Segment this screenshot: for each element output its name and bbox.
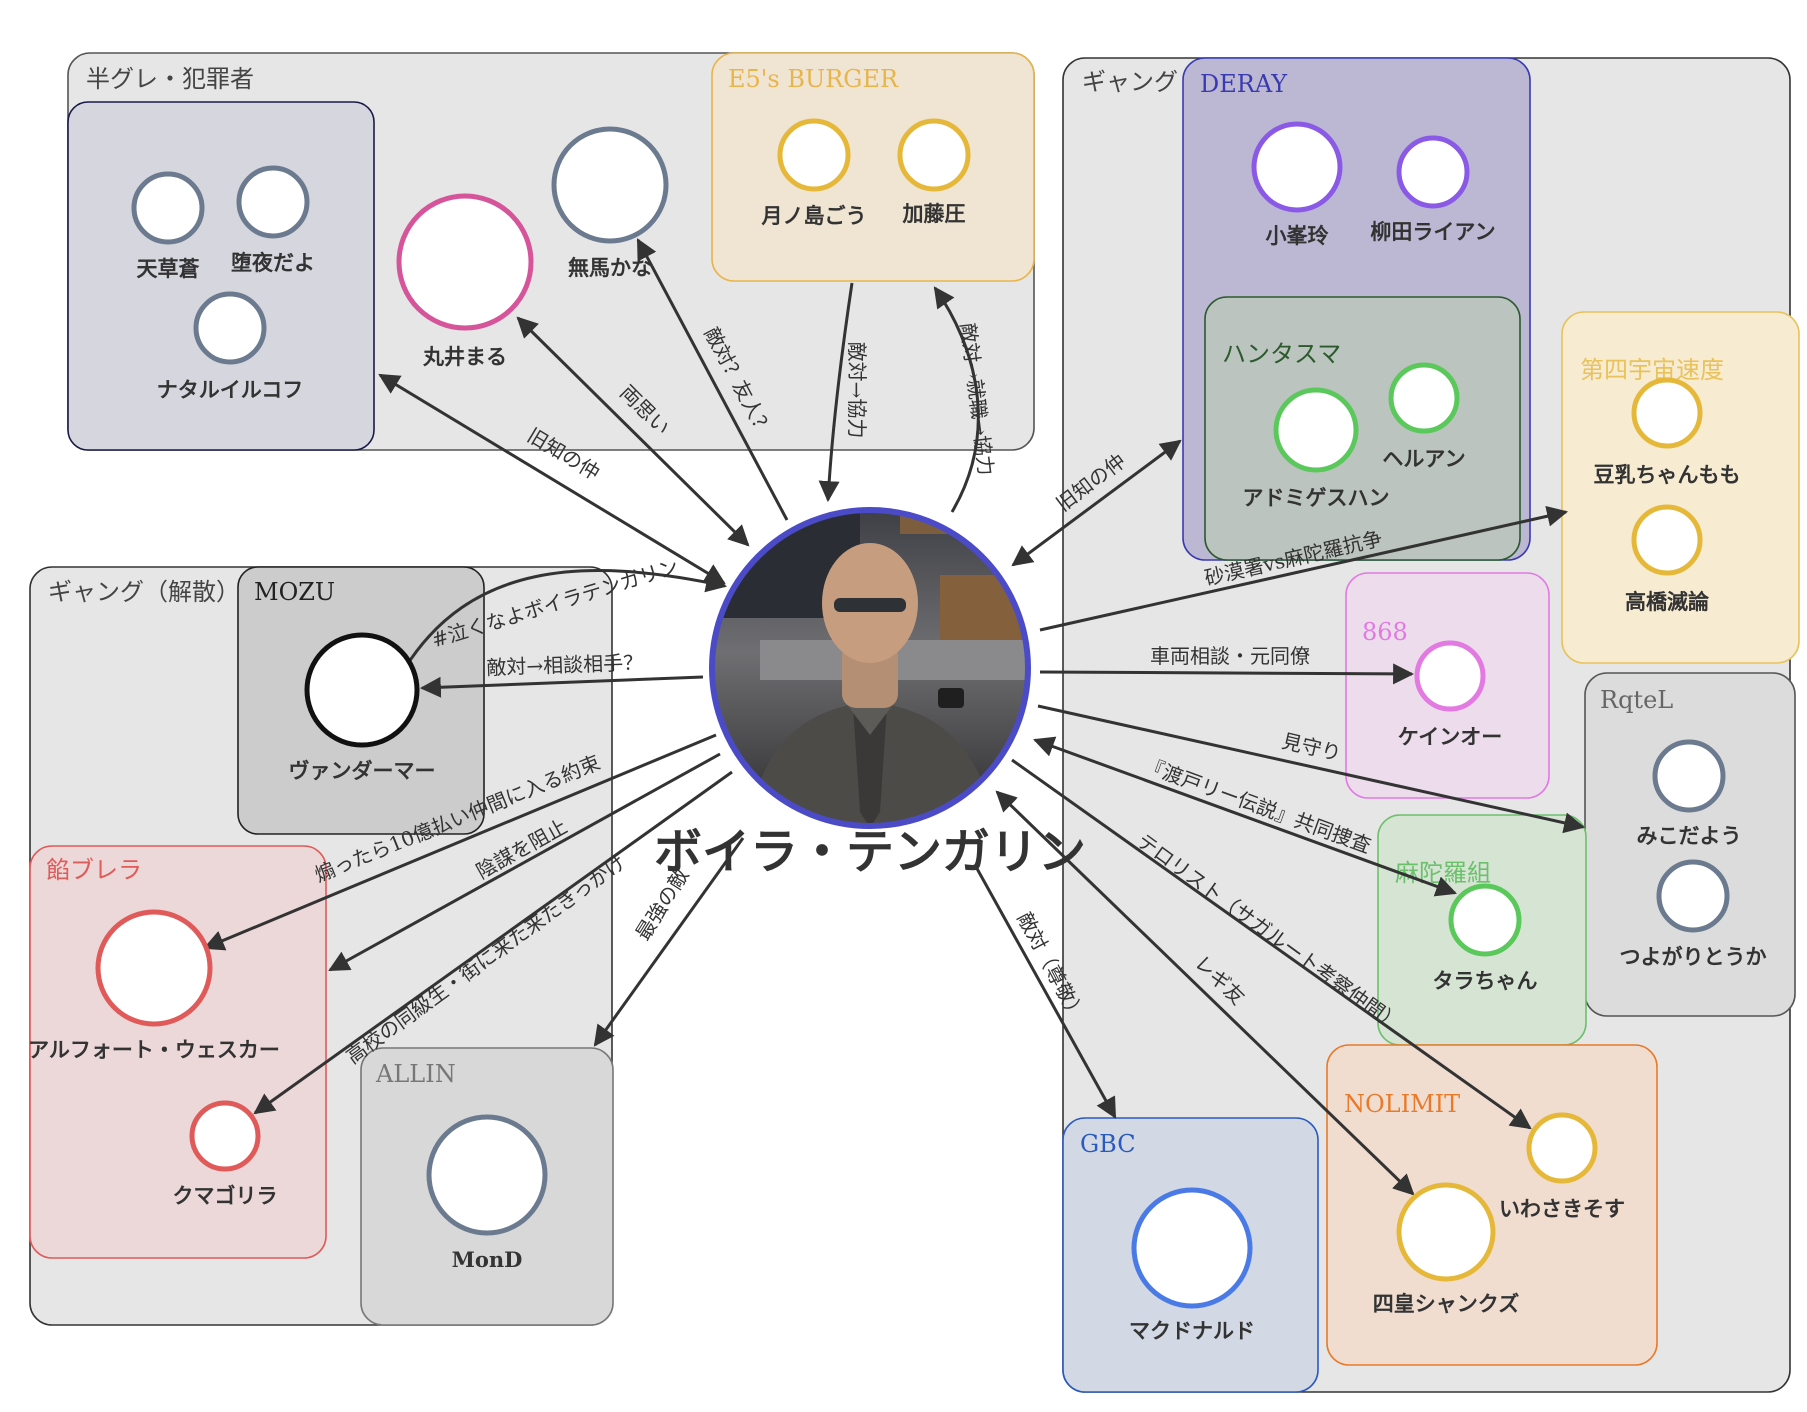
svg-text:四皇シャンクズ: 四皇シャンクズ: [1373, 1291, 1520, 1316]
people-layer: 天草蒼 堕夜だよ ナタルイルコフ 丸井まる 無馬かな 月ノ島ごう 加藤圧 小峯: [28, 118, 1767, 1343]
person-komine[interactable]: 小峯玲: [1251, 121, 1343, 248]
svg-text:RqteL: RqteL: [1600, 686, 1673, 714]
edge-layer: [203, 238, 1586, 1196]
svg-text:NOLIMIT: NOLIMIT: [1344, 1090, 1460, 1118]
edge-label-kein: 車両相談・元同僚: [1150, 644, 1310, 668]
edge-gbc: [973, 864, 1117, 1119]
group-hantasuma: ハンタスマ: [1204, 296, 1521, 561]
edge-kein: [1039, 663, 1415, 685]
svg-text:ナタルイルコフ: ナタルイルコフ: [157, 377, 304, 402]
person-miko[interactable]: みこだよう: [1637, 739, 1742, 848]
svg-text:GBC: GBC: [1080, 1130, 1136, 1158]
person-mcd[interactable]: マクドナルド: [1129, 1187, 1255, 1343]
svg-text:マクドナルド: マクドナルド: [1129, 1318, 1255, 1343]
center-name: ボイラ・テンガリン: [654, 824, 1086, 880]
edge-kuma: [253, 770, 733, 1115]
group-e5burger: E5's BURGER: [711, 52, 1035, 282]
person-kein[interactable]: ケインオー: [1398, 640, 1503, 749]
edge-allin: [593, 837, 745, 1047]
edge-ame: [328, 752, 721, 972]
svg-text:つよがりとうか: つよがりとうか: [1620, 944, 1767, 969]
edge-e5-in: [818, 282, 854, 503]
person-alfort[interactable]: アルフォート・ウェスカー: [28, 909, 280, 1062]
svg-text:みこだよう: みこだよう: [1637, 823, 1742, 848]
person-yanagida[interactable]: 柳田ライアン: [1370, 135, 1496, 244]
svg-text:タラちゃん: タラちゃん: [1433, 968, 1538, 993]
edge-label-vander: 敵対→相談相手？: [486, 650, 644, 679]
person-dayo[interactable]: 堕夜だよ: [231, 165, 315, 275]
edge-daiyon: [1039, 505, 1569, 632]
edge-vander-loop: [403, 569, 728, 669]
person-marui[interactable]: 丸井まる: [396, 193, 534, 369]
svg-text:MonD: MonD: [452, 1247, 523, 1272]
person-shiko[interactable]: 四皇シャンクズ: [1373, 1182, 1520, 1316]
svg-text:月ノ島ごう: 月ノ島ごう: [761, 203, 867, 228]
svg-text:MOZU: MOZU: [254, 578, 335, 606]
edge-deray: [1011, 439, 1182, 567]
svg-text:E5's BURGER: E5's BURGER: [728, 65, 899, 93]
person-vander[interactable]: ヴァンダーマー: [289, 632, 436, 783]
svg-text:加藤圧: 加藤圧: [902, 201, 966, 226]
center-avatar-photo: [714, 512, 1026, 824]
svg-text:堕夜だよ: 堕夜だよ: [231, 250, 315, 275]
svg-text:ギャング（解散）: ギャング（解散）: [48, 578, 240, 606]
svg-text:DERAY: DERAY: [1200, 70, 1288, 98]
person-amakusa[interactable]: 天草蒼: [131, 171, 205, 281]
svg-text:ヴァンダーマー: ヴァンダーマー: [289, 758, 436, 783]
svg-text:ケインオー: ケインオー: [1398, 724, 1503, 749]
person-iwasaki[interactable]: いわさきそす: [1499, 1112, 1625, 1221]
svg-text:ALLIN: ALLIN: [375, 1060, 456, 1088]
center-avatar-ring: [709, 507, 1031, 829]
svg-text:クマゴリラ: クマゴリラ: [173, 1183, 278, 1208]
edge-alfort: [203, 733, 717, 951]
svg-text:ヘルアン: ヘルアン: [1382, 446, 1465, 471]
svg-text:半グレ・犯罪者: 半グレ・犯罪者: [86, 65, 254, 93]
person-kuma[interactable]: クマゴリラ: [173, 1100, 278, 1208]
svg-text:小峯玲: 小峯玲: [1266, 223, 1329, 248]
svg-text:868: 868: [1362, 618, 1408, 646]
person-tsukinoshima[interactable]: 月ノ島ごう: [761, 118, 867, 228]
svg-text:麻陀羅組: 麻陀羅組: [1395, 859, 1491, 887]
person-kato[interactable]: 加藤圧: [897, 118, 971, 226]
edge-vander: [419, 675, 704, 698]
edge-shiko: [995, 790, 1415, 1196]
svg-text:高橋滅論: 高橋滅論: [1625, 589, 1710, 614]
edge-label-e5-in: 敵対→協力: [845, 342, 869, 439]
svg-text:無馬かな: 無馬かな: [568, 255, 652, 280]
edge-e5-out: [933, 286, 980, 513]
center-person[interactable]: ボイラ・テンガリン: [654, 507, 1086, 880]
person-admi[interactable]: アドミゲスハン: [1243, 387, 1390, 510]
person-tsuyogari[interactable]: つよがりとうか: [1620, 859, 1767, 969]
svg-text:第四宇宙速度: 第四宇宙速度: [1580, 356, 1724, 384]
svg-text:豆乳ちゃんもも: 豆乳ちゃんもも: [1594, 462, 1741, 487]
svg-text:ハンタスマ: ハンタスマ: [1222, 340, 1341, 368]
edge-marui: [516, 316, 750, 547]
svg-text:いわさきそす: いわさきそす: [1499, 1196, 1625, 1221]
person-nataru[interactable]: ナタルイルコフ: [157, 291, 304, 402]
person-tara[interactable]: タラちゃん: [1433, 883, 1538, 993]
person-muma[interactable]: 無馬かな: [551, 126, 669, 280]
svg-text:丸井まる: 丸井まる: [422, 344, 507, 369]
svg-text:柳田ライアン: 柳田ライアン: [1370, 219, 1495, 244]
svg-text:ギャング: ギャング: [1082, 68, 1178, 96]
svg-text:餡ブレラ: 餡ブレラ: [46, 856, 142, 884]
svg-text:天草蒼: 天草蒼: [137, 256, 200, 281]
edge-muma: [636, 238, 789, 521]
svg-text:アドミゲスハン: アドミゲスハン: [1243, 485, 1390, 510]
person-takahashi[interactable]: 高橋滅論: [1625, 504, 1710, 614]
person-heruan[interactable]: ヘルアン: [1382, 362, 1466, 471]
group-daiyon: 第四宇宙速度: [1561, 311, 1800, 664]
svg-text:アルフォート・ウェスカー: アルフォート・ウェスカー: [28, 1037, 280, 1062]
person-tounyu[interactable]: 豆乳ちゃんもも: [1594, 377, 1741, 487]
person-mond[interactable]: MonD: [426, 1114, 548, 1272]
